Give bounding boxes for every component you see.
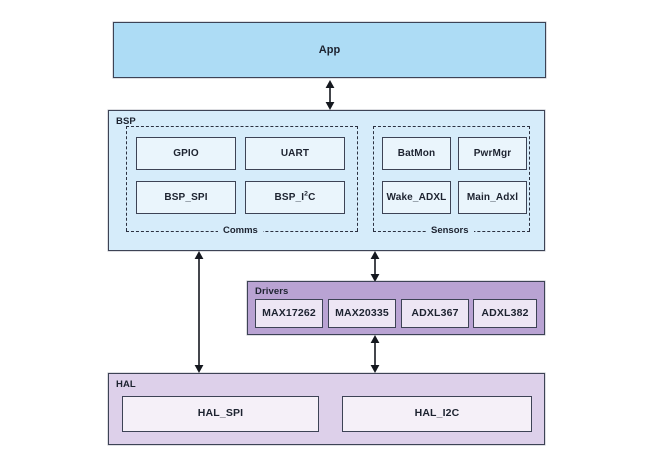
driver-box-max20335-label: MAX20335 — [335, 306, 389, 319]
sensors-group-label: Sensors — [426, 226, 474, 236]
driver-box-adxl367-label: ADXL367 — [411, 306, 459, 319]
connector-bsp-to-hal — [189, 251, 209, 373]
bsp-box-pwrmgr-label: PwrMgr — [473, 148, 512, 159]
connector-app-to-bsp — [320, 80, 340, 110]
hal-layer-title: HAL — [116, 379, 136, 390]
drivers-layer-title: Drivers — [255, 286, 289, 297]
driver-box-adxl382-label: ADXL382 — [481, 306, 529, 319]
hal-box-hal-spi-label: HAL_SPI — [197, 407, 244, 420]
bsp-box-gpio-label: GPIO — [173, 148, 199, 159]
bsp-box-main-adxl-label: Main_Adxl — [466, 192, 519, 203]
bsp-box-bsp-spi-label: BSP_SPI — [164, 192, 208, 203]
bsp-box-wake-adxl[interactable]: Wake_ADXL — [382, 181, 451, 214]
app-layer-box[interactable]: App — [113, 22, 546, 78]
bsp-box-wake-adxl-label: Wake_ADXL — [386, 192, 447, 203]
bsp-box-bsp-spi[interactable]: BSP_SPI — [136, 181, 236, 214]
app-layer-label: App — [318, 44, 341, 56]
driver-box-max17262[interactable]: MAX17262 — [255, 299, 323, 328]
sensors-group-border — [373, 126, 530, 231]
hal-box-hal-i2c[interactable]: HAL_I2C — [342, 396, 532, 432]
comms-group-label: Comms — [218, 226, 263, 236]
bsp-box-bsp-i2c-label: BSP_I2C — [274, 190, 316, 203]
bsp-box-pwrmgr[interactable]: PwrMgr — [458, 137, 527, 170]
bsp-box-batmon-label: BatMon — [397, 148, 436, 159]
bsp-layer-title: BSP — [116, 116, 136, 127]
bsp-box-uart-label: UART — [280, 148, 310, 159]
bsp-box-gpio[interactable]: GPIO — [136, 137, 236, 170]
hal-box-hal-i2c-label: HAL_I2C — [414, 407, 460, 420]
connector-bsp-to-drivers — [365, 251, 385, 282]
connector-drivers-to-hal — [365, 335, 385, 373]
bsp-box-bsp-i2c[interactable]: BSP_I2C — [245, 181, 345, 214]
bsp-box-uart[interactable]: UART — [245, 137, 345, 170]
driver-box-max17262-label: MAX17262 — [262, 306, 316, 319]
bsp-box-main-adxl[interactable]: Main_Adxl — [458, 181, 527, 214]
comms-group-border — [126, 126, 358, 231]
driver-box-adxl367[interactable]: ADXL367 — [401, 299, 469, 328]
bsp-box-batmon[interactable]: BatMon — [382, 137, 451, 170]
driver-box-adxl382[interactable]: ADXL382 — [473, 299, 537, 328]
hal-box-hal-spi[interactable]: HAL_SPI — [122, 396, 319, 432]
driver-box-max20335[interactable]: MAX20335 — [328, 299, 396, 328]
